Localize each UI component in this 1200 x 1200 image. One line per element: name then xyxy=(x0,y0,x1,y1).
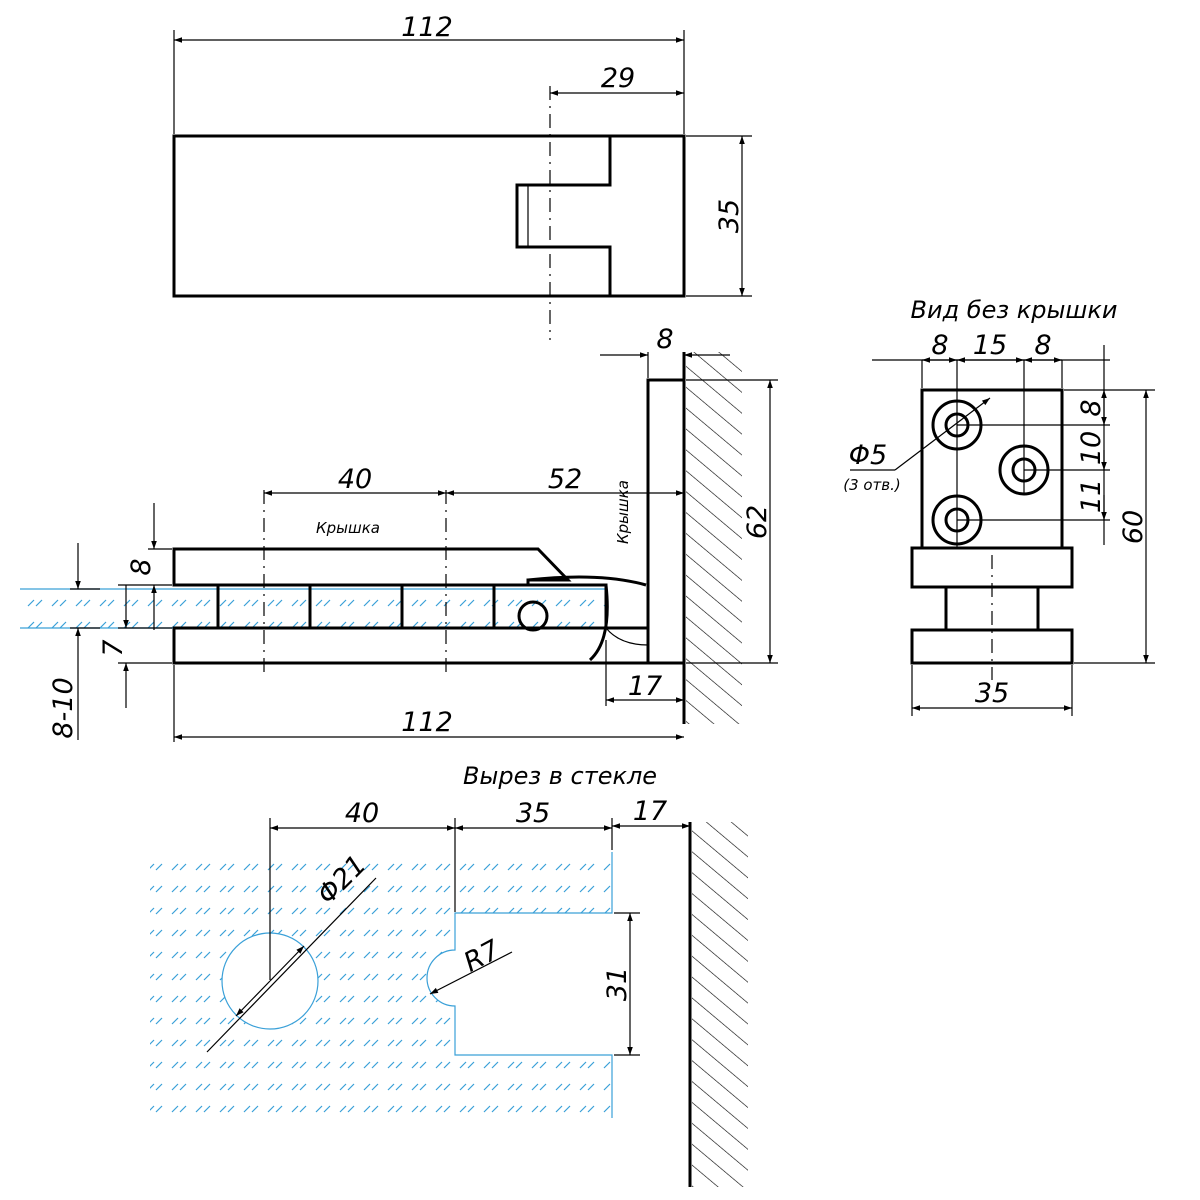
hinge-arc xyxy=(588,584,609,662)
hole-diameter: Φ5 xyxy=(849,440,887,471)
glass-cutout-view: Вырез в стекле 40 35 17 Φ21 R7 31 xyxy=(150,762,748,1187)
dim-17-cut: 17 xyxy=(633,796,667,827)
hinge-curve xyxy=(527,575,647,587)
dim-40-cut: 40 xyxy=(345,798,379,829)
cover-label-vertical: Крышка xyxy=(614,480,632,544)
dim-arrow xyxy=(269,945,305,982)
top-view-notch xyxy=(515,136,612,296)
cutout-outline xyxy=(426,852,613,1118)
dim-40-side: 40 xyxy=(338,464,372,495)
dim-top-b: 15 xyxy=(973,330,1007,361)
top-view: 112 29 35 xyxy=(172,12,752,340)
dim-arrow xyxy=(235,980,271,1017)
top-view-body xyxy=(172,134,686,298)
hole-count: (3 отв.) xyxy=(843,476,901,494)
dim-52: 52 xyxy=(548,464,582,495)
dim-35-right: 35 xyxy=(975,678,1009,709)
dim-17-side: 17 xyxy=(628,671,662,702)
dim-v1: 8 xyxy=(1076,399,1107,416)
dim-31: 31 xyxy=(602,967,633,1001)
dim-8-cover: 8 xyxy=(126,558,157,575)
bottom-plate xyxy=(172,626,650,665)
radius-label: R7 xyxy=(459,934,505,978)
cover xyxy=(172,547,572,587)
glass-cutout-title: Вырез в стекле xyxy=(463,762,657,790)
dim-glass-thickness: 8-10 xyxy=(48,677,79,738)
wall-hatch-bottom xyxy=(692,822,748,1187)
dim-top-c: 8 xyxy=(1034,330,1051,361)
flange-bottom xyxy=(910,628,1074,665)
dim-35-top: 35 xyxy=(714,199,745,233)
glass-panel-section xyxy=(20,589,606,628)
dim-35-cut: 35 xyxy=(516,798,550,829)
dim-v3: 11 xyxy=(1076,479,1107,513)
dim-top-a: 8 xyxy=(931,330,948,361)
hinge-arc-inner xyxy=(605,627,649,646)
dim-7: 7 xyxy=(98,639,129,656)
dim-60: 60 xyxy=(1118,510,1149,544)
side-view: Крышка Крышка 8 40 52 62 8 7 8-10 xyxy=(20,324,778,742)
view-without-cover: Вид без крышки 8 15 8 xyxy=(843,296,1155,716)
cover-label-horizontal: Крышка xyxy=(316,519,380,537)
body-block xyxy=(920,388,1064,550)
glass-area xyxy=(150,852,612,1118)
wall-hatch xyxy=(686,352,742,724)
dim-62: 62 xyxy=(742,505,773,539)
dim-v2: 10 xyxy=(1076,431,1107,465)
dim-112-side: 112 xyxy=(401,707,453,738)
view-without-cover-title: Вид без крышки xyxy=(911,296,1118,324)
leader-radius xyxy=(429,951,513,995)
leader-hole-dia xyxy=(206,877,377,1053)
dim-29: 29 xyxy=(601,63,635,94)
pivot-pin xyxy=(517,600,549,632)
dim-8-wall: 8 xyxy=(656,324,673,355)
dim-112-top: 112 xyxy=(401,12,453,43)
wall-plate xyxy=(646,378,686,665)
leader-hole-diag xyxy=(894,397,991,471)
